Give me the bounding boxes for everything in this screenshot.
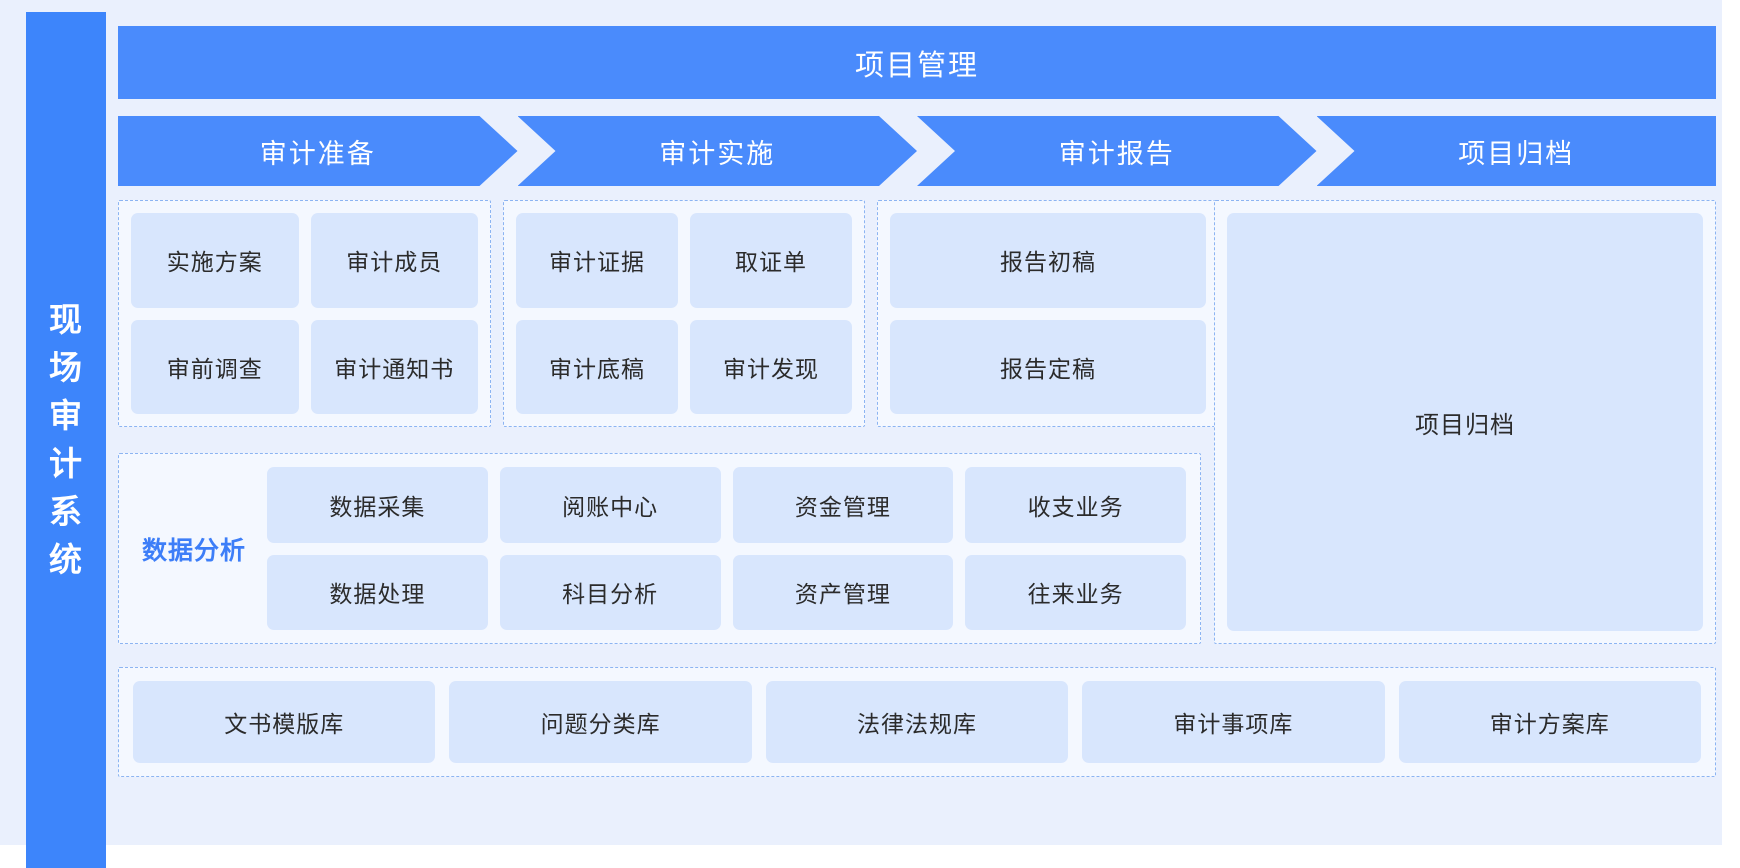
module-tile[interactable]: 审前调查 — [131, 319, 299, 414]
data-analysis-grid: 数据采集 阅账中心 资金管理 收支业务 数据处理 科目分析 资产管理 往来业务 — [267, 467, 1186, 630]
module-tile-project-archive[interactable]: 项目归档 — [1227, 213, 1703, 631]
system-title-bar: 现场审计系统 — [26, 12, 106, 868]
stage-label: 审计准备 — [259, 138, 376, 169]
module-tile[interactable]: 审计方案库 — [1398, 681, 1701, 763]
phase-group-report: 报告初稿 报告定稿 — [877, 200, 1219, 427]
knowledge-library-grid: 文书模版库 问题分类库 法律法规库 审计事项库 审计方案库 — [133, 681, 1701, 763]
module-tile[interactable]: 收支业务 — [965, 467, 1186, 543]
data-analysis-group: 数据分析 数据采集 阅账中心 资金管理 收支业务 数据处理 科目分析 资产管理 … — [118, 453, 1201, 644]
phase-group-execution: 审计证据 取证单 审计底稿 审计发现 — [503, 200, 865, 427]
stage-label: 审计报告 — [1058, 138, 1175, 169]
module-tile[interactable]: 数据采集 — [267, 467, 488, 543]
module-tile[interactable]: 审计底稿 — [516, 319, 678, 414]
module-tile[interactable]: 取证单 — [690, 213, 852, 308]
stage-audit-report[interactable]: 审计报告 — [917, 116, 1317, 186]
system-title-text: 现场审计系统 — [49, 301, 83, 578]
module-tile[interactable]: 实施方案 — [131, 213, 299, 308]
module-tile[interactable]: 文书模版库 — [133, 681, 436, 763]
stage-label: 审计实施 — [659, 138, 776, 169]
module-tile[interactable]: 报告定稿 — [890, 319, 1206, 414]
module-tile[interactable]: 审计发现 — [690, 319, 852, 414]
stage-audit-preparation[interactable]: 审计准备 — [118, 116, 518, 186]
phase-group-archive: 项目归档 — [1214, 200, 1716, 644]
data-analysis-label: 数据分析 — [141, 536, 246, 565]
stage-label: 项目归档 — [1458, 138, 1575, 169]
project-management-label: 项目管理 — [854, 49, 979, 82]
module-tile[interactable]: 资金管理 — [732, 467, 954, 543]
knowledge-library-group: 文书模版库 问题分类库 法律法规库 审计事项库 审计方案库 — [118, 667, 1716, 777]
content-region: 项目管理 审计准备 审计实施 审计报告 项目归档 实施方案 审计成员 审前调查 — [118, 12, 1716, 842]
module-tile[interactable]: 科目分析 — [499, 554, 721, 630]
project-management-header[interactable]: 项目管理 — [118, 26, 1716, 99]
module-tile[interactable]: 审计通知书 — [310, 319, 478, 414]
module-tile[interactable]: 审计证据 — [516, 213, 678, 308]
module-tile[interactable]: 往来业务 — [965, 554, 1186, 630]
module-tile[interactable]: 资产管理 — [732, 554, 954, 630]
module-tile[interactable]: 数据处理 — [267, 554, 488, 630]
module-tile[interactable]: 审计事项库 — [1082, 681, 1385, 763]
phase-columns-area: 实施方案 审计成员 审前调查 审计通知书 审计证据 取证单 审计底稿 审计发现 … — [118, 200, 1716, 427]
module-tile[interactable]: 审计成员 — [310, 213, 478, 308]
module-tile[interactable]: 问题分类库 — [449, 681, 752, 763]
stage-project-archive[interactable]: 项目归档 — [1316, 116, 1716, 186]
stage-audit-execution[interactable]: 审计实施 — [518, 116, 918, 186]
phase-group-preparation: 实施方案 审计成员 审前调查 审计通知书 — [118, 200, 491, 427]
module-tile[interactable]: 法律法规库 — [765, 681, 1069, 763]
module-tile[interactable]: 阅账中心 — [499, 467, 721, 543]
stage-chevron-row: 审计准备 审计实施 审计报告 项目归档 — [118, 116, 1716, 186]
module-tile[interactable]: 报告初稿 — [890, 213, 1206, 308]
